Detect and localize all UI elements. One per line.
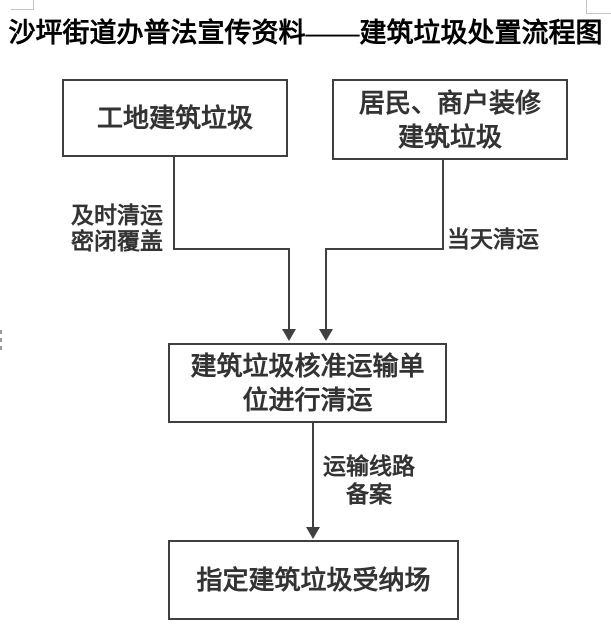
edge-label-route-filing: 运输线路 备案 (317, 452, 421, 508)
connector-renovation-elbow (325, 248, 444, 250)
edge-label-timely-removal: 及时清运 密闭覆盖 (66, 202, 168, 254)
connector-transport-to-disposal (312, 423, 314, 527)
left-edge-dashes (0, 330, 2, 352)
connector-renovation-into-transport (325, 250, 327, 330)
connector-site-down (173, 157, 175, 250)
flow-node-disposal-site: 指定建筑垃圾受纳场 (168, 540, 459, 620)
edge-label-same-day-removal: 当天清运 (447, 226, 539, 252)
connector-site-into-transport (288, 250, 290, 330)
page-corner-mark-left (11, 9, 34, 10)
flow-node-transport-unit-line2: 位进行清运 (242, 385, 373, 415)
arrow-down-icon (319, 329, 333, 341)
page-title: 沙坪街道办普法宣传资料——建筑垃圾处置流程图 (8, 18, 603, 48)
page-corner-mark-right-vertical (586, 0, 587, 13)
connector-site-elbow (173, 248, 290, 250)
flow-node-site-waste-label: 工地建筑垃圾 (96, 103, 253, 133)
page-corner-mark-left-vertical (33, 0, 34, 10)
page-corner-mark-right (586, 13, 611, 14)
flow-node-renovation-waste-line1: 居民、商户装修 (358, 87, 541, 118)
arrow-down-icon (282, 329, 296, 341)
flow-node-renovation-waste-line2: 建筑垃圾 (397, 121, 502, 152)
edge-label-same-day-removal-text: 当天清运 (447, 226, 539, 252)
arrow-down-icon (306, 527, 320, 539)
flow-node-disposal-site-label: 指定建筑垃圾受纳场 (196, 565, 431, 595)
flow-node-transport-unit-line1: 建筑垃圾核准运输单 (190, 351, 425, 381)
flow-node-renovation-waste: 居民、商户装修 建筑垃圾 (332, 79, 568, 160)
connector-renovation-down (442, 158, 444, 250)
edge-label-route-filing-line1: 运输线路 (323, 453, 415, 479)
flow-node-transport-unit: 建筑垃圾核准运输单 位进行清运 (168, 343, 447, 423)
edge-label-timely-removal-line2: 密闭覆盖 (71, 228, 163, 254)
edge-label-route-filing-line2: 备案 (346, 481, 392, 507)
edge-label-timely-removal-line1: 及时清运 (71, 202, 163, 228)
flow-node-site-waste: 工地建筑垃圾 (62, 79, 288, 157)
